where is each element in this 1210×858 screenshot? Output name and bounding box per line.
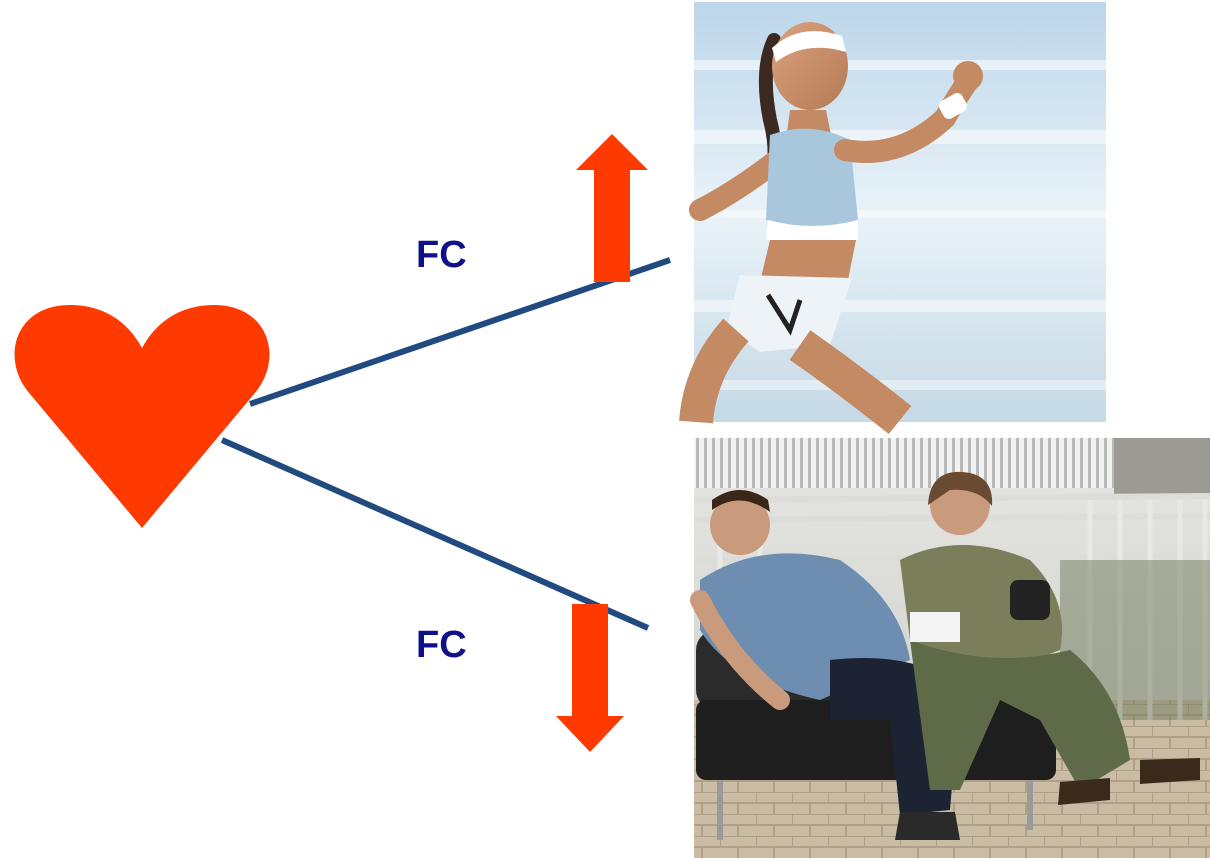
upper-line — [249, 257, 671, 407]
heart-icon — [14, 305, 270, 528]
arrow-up-icon — [576, 134, 648, 282]
lower-line — [220, 437, 650, 631]
arrow-down-icon — [556, 604, 624, 752]
upper-fc-label: FC — [416, 234, 467, 276]
lower-fc-label: FC — [416, 624, 467, 666]
sitting-people-photo — [690, 438, 1210, 858]
running-woman-photo — [679, 2, 1106, 435]
